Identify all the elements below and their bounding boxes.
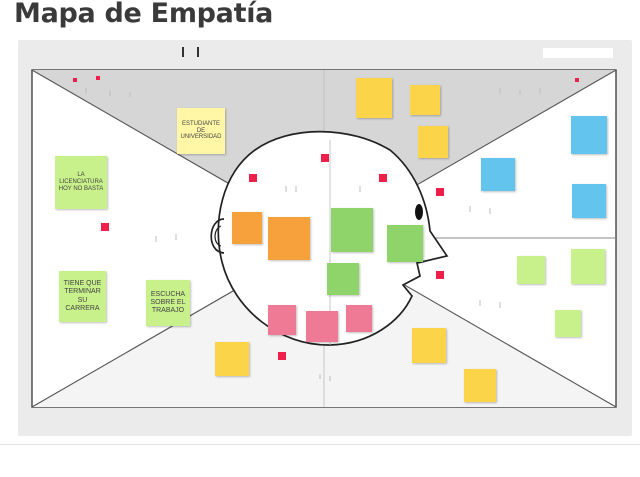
marker-dot-icon — [73, 78, 77, 82]
sticky-note-n_yt1[interactable] — [356, 78, 392, 118]
ear-inner — [214, 225, 222, 247]
sticky-note-estudiante[interactable]: ESTUDIANTE DE UNIVERSIDAD — [177, 108, 225, 154]
sticky-note-n_ysfl[interactable] — [215, 342, 249, 376]
sticky-note-n_b3[interactable] — [572, 184, 606, 218]
divider — [0, 444, 640, 445]
sticky-note-n_p1[interactable] — [268, 305, 296, 335]
toolbar-chip[interactable] — [543, 48, 613, 58]
marker-dot-icon — [379, 174, 387, 182]
sticky-note-n_p2[interactable] — [306, 311, 338, 342]
sticky-note-n_o1[interactable] — [232, 212, 262, 244]
faint-marks — [85, 88, 541, 381]
toolbar-handle-icon[interactable] — [197, 47, 199, 57]
sticky-note-n_l2[interactable] — [571, 249, 605, 284]
sticky-note-n_p3[interactable] — [346, 305, 372, 332]
sticky-note-n_b2[interactable] — [481, 158, 515, 191]
marker-dot-icon — [436, 188, 444, 196]
sticky-note-n_o2[interactable] — [268, 217, 310, 260]
sticky-note-n_yt2[interactable] — [410, 85, 440, 115]
sticky-note-escucha[interactable]: ESCUCHA SOBRE EL TRABAJO — [146, 280, 190, 326]
sticky-note-n_g1[interactable] — [331, 208, 373, 252]
sticky-note-n_ybm[interactable] — [412, 328, 446, 363]
sticky-note-n_g2[interactable] — [387, 225, 423, 262]
marker-dot-icon — [249, 174, 257, 182]
toolbar-handle-icon[interactable] — [182, 47, 184, 57]
marker-dot-icon — [96, 76, 100, 80]
marker-dot-icon — [101, 223, 109, 231]
sticky-note-n_g3[interactable] — [327, 263, 359, 295]
sticky-note-n_ybr[interactable] — [464, 369, 496, 402]
marker-dot-icon — [575, 78, 579, 82]
sticky-note-n_l3[interactable] — [555, 310, 581, 337]
sticky-note-n_l1[interactable] — [517, 256, 545, 284]
sticky-note-n_yt3[interactable] — [418, 126, 448, 158]
sticky-note-n_b1[interactable] — [571, 116, 607, 154]
marker-dot-icon — [436, 271, 444, 279]
sticky-note-terminar[interactable]: TIENE QUE TERMINAR SU CARRERA — [59, 271, 106, 322]
sticky-note-licenciatura[interactable]: LA LICENCIATURA HOY NO BASTA — [55, 156, 107, 209]
ear-icon — [210, 218, 225, 254]
marker-dot-icon — [321, 154, 329, 162]
marker-dot-icon — [278, 352, 286, 360]
page-title: Mapa de Empatía — [14, 0, 274, 29]
eye-icon — [415, 204, 423, 220]
